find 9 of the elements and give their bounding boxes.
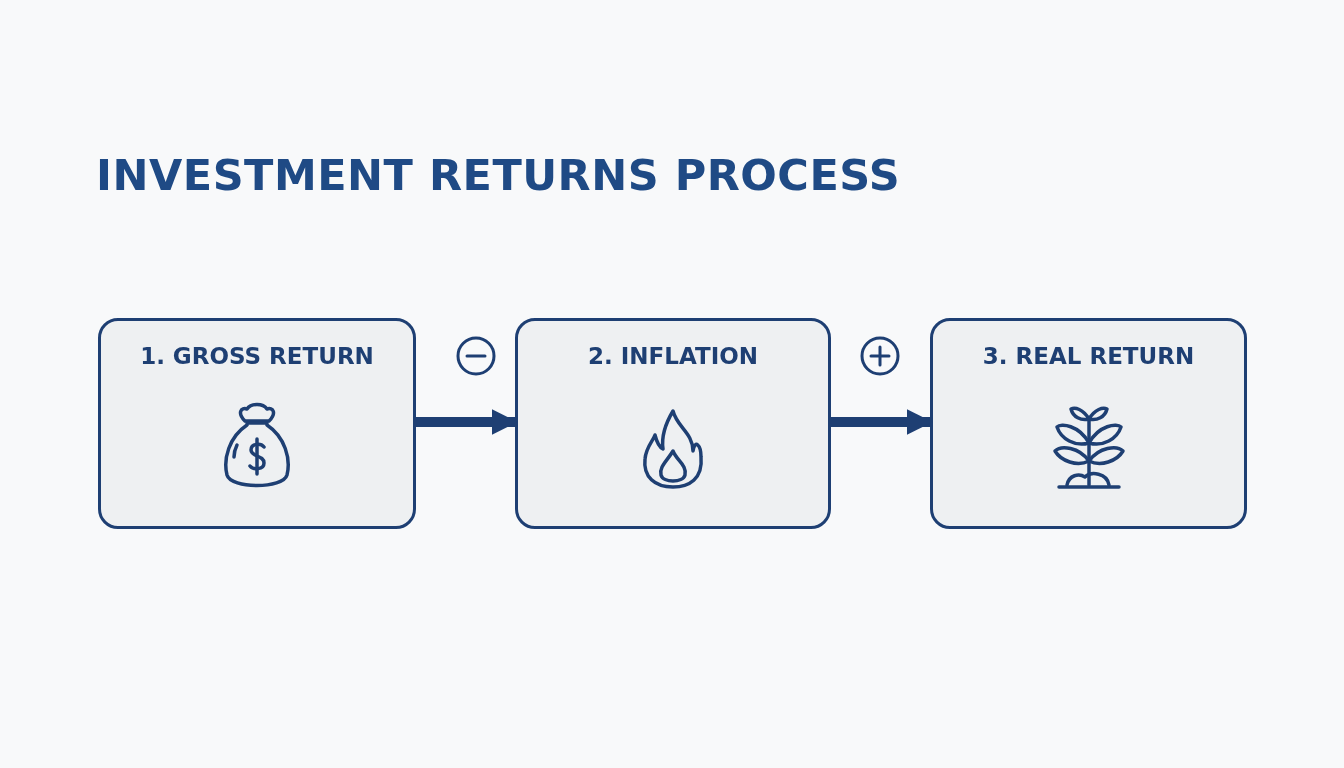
step-heading: 2. INFLATION	[587, 343, 759, 369]
step-heading: 3. REAL RETURN	[981, 343, 1196, 369]
process-box	[930, 318, 1247, 529]
process-box	[515, 318, 831, 529]
step-heading: 1. GROSS RETURN	[139, 343, 375, 369]
arrow	[416, 409, 518, 435]
process-box	[98, 318, 416, 529]
arrow	[831, 409, 933, 435]
diagram-title: INVESTMENT RETURNS PROCESS	[96, 150, 901, 200]
